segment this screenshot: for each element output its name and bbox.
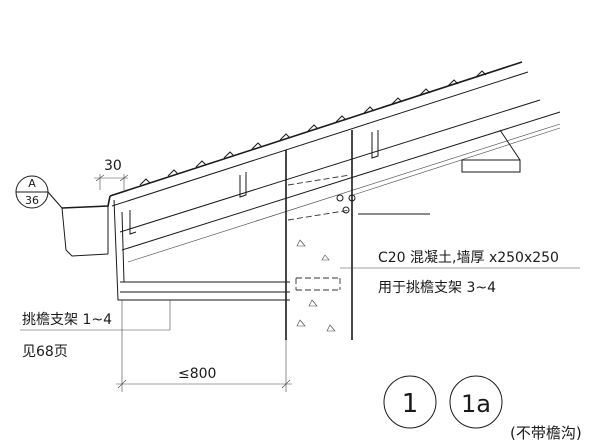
detail-mark-1: 1 bbox=[402, 389, 419, 419]
tile-clips bbox=[139, 70, 487, 186]
bracket-note: 挑檐支架 1~4 见68页 bbox=[20, 300, 171, 360]
wall bbox=[285, 130, 430, 340]
eave-gutter bbox=[61, 195, 290, 301]
rafter-end-block bbox=[461, 129, 521, 173]
roof-slope bbox=[109, 61, 561, 263]
bracket-note-line2: 见68页 bbox=[22, 344, 68, 360]
gap-dimension-label: 30 bbox=[104, 158, 122, 174]
detail-marks: 1 1a bbox=[383, 375, 503, 429]
concrete-note: C20 混凝土,墙厚 x250x250 用于挑檐支架 3~4 bbox=[340, 250, 580, 296]
detail-mark-1a: 1a bbox=[461, 390, 491, 418]
overhang-label: ≤800 bbox=[178, 366, 216, 382]
callout-top: A bbox=[28, 177, 36, 190]
callout-bottom: 36 bbox=[25, 194, 39, 207]
overhang-dimension: ≤800 bbox=[116, 300, 292, 392]
purlins bbox=[129, 130, 379, 235]
bracket-note-line1: 挑檐支架 1~4 bbox=[22, 312, 112, 328]
dimension-gap: 30 bbox=[94, 158, 129, 190]
footer-note: (不带檐沟) bbox=[510, 424, 582, 442]
concrete-note-line1: C20 混凝土,墙厚 x250x250 bbox=[378, 250, 559, 266]
concrete-note-line2: 用于挑檐支架 3~4 bbox=[378, 280, 496, 296]
section-callout: A 36 bbox=[15, 175, 63, 209]
